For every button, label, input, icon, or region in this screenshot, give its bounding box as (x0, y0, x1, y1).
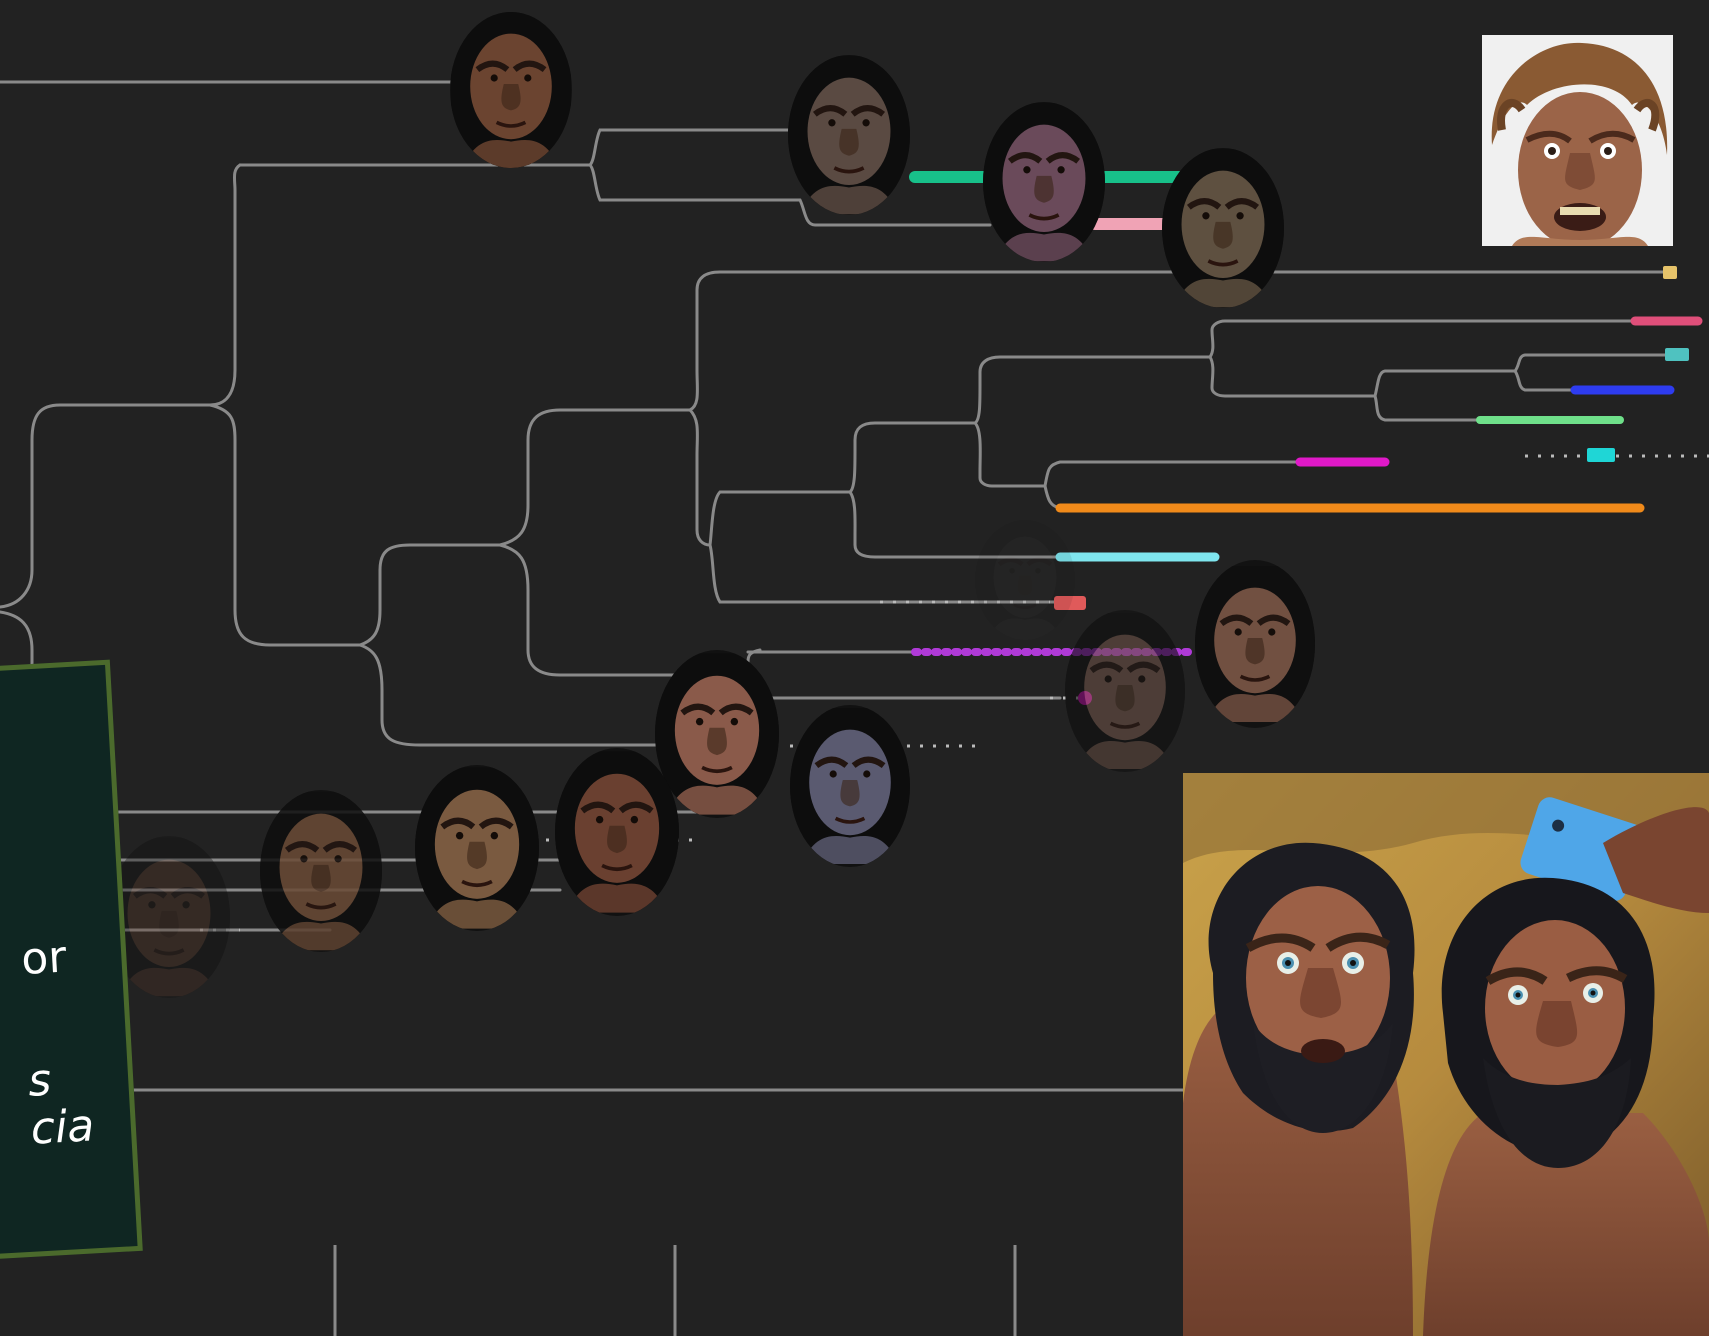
lineage-bar (1663, 266, 1677, 279)
branch-line (973, 355, 1212, 425)
branch-line (498, 543, 702, 677)
hominin-face (108, 836, 230, 998)
branch-line (1373, 369, 1517, 398)
branch-line (848, 490, 1062, 559)
hominin-face (788, 55, 910, 215)
branch-line (1373, 394, 1622, 422)
branch-line (208, 403, 362, 647)
hominin-face (1065, 610, 1185, 772)
branch-line (973, 421, 1047, 488)
lineage-bar (1587, 448, 1615, 462)
branch-line (1513, 353, 1672, 373)
branch-line (0, 403, 212, 609)
hominin-face (260, 790, 382, 952)
hominin-face (655, 650, 779, 818)
lineage-bar (1054, 596, 1086, 610)
neanderthal-portrait-image (1482, 35, 1673, 246)
hominin-face (450, 12, 572, 168)
branch-line (358, 543, 502, 647)
hominin-face (1195, 560, 1315, 728)
branch-line (498, 408, 692, 547)
branch-line (848, 421, 977, 494)
branch-line (708, 490, 852, 547)
hominins-selfie-image (1183, 773, 1709, 1336)
branch-line (1513, 369, 1667, 392)
branch-line (358, 643, 702, 747)
hominin-face (415, 765, 539, 931)
hominin-face (983, 102, 1105, 262)
branch-line (688, 408, 712, 547)
branch-line (1043, 460, 1302, 488)
branch-line (688, 270, 1672, 412)
panel-text-line-3: cia (29, 1100, 96, 1155)
branch-line (238, 128, 992, 227)
panel-text-line-1: or (19, 931, 68, 985)
branch-line (1208, 319, 1637, 359)
branch-line (1208, 355, 1377, 398)
hominin-face (790, 705, 910, 867)
branch-line (708, 543, 882, 604)
hominin-face (975, 520, 1075, 640)
panel-text-line-2: s (26, 1054, 53, 1107)
hominin-face (555, 748, 679, 916)
lineage-bar (1665, 348, 1689, 361)
hominin-face (1162, 148, 1284, 308)
branch-line (208, 163, 242, 407)
